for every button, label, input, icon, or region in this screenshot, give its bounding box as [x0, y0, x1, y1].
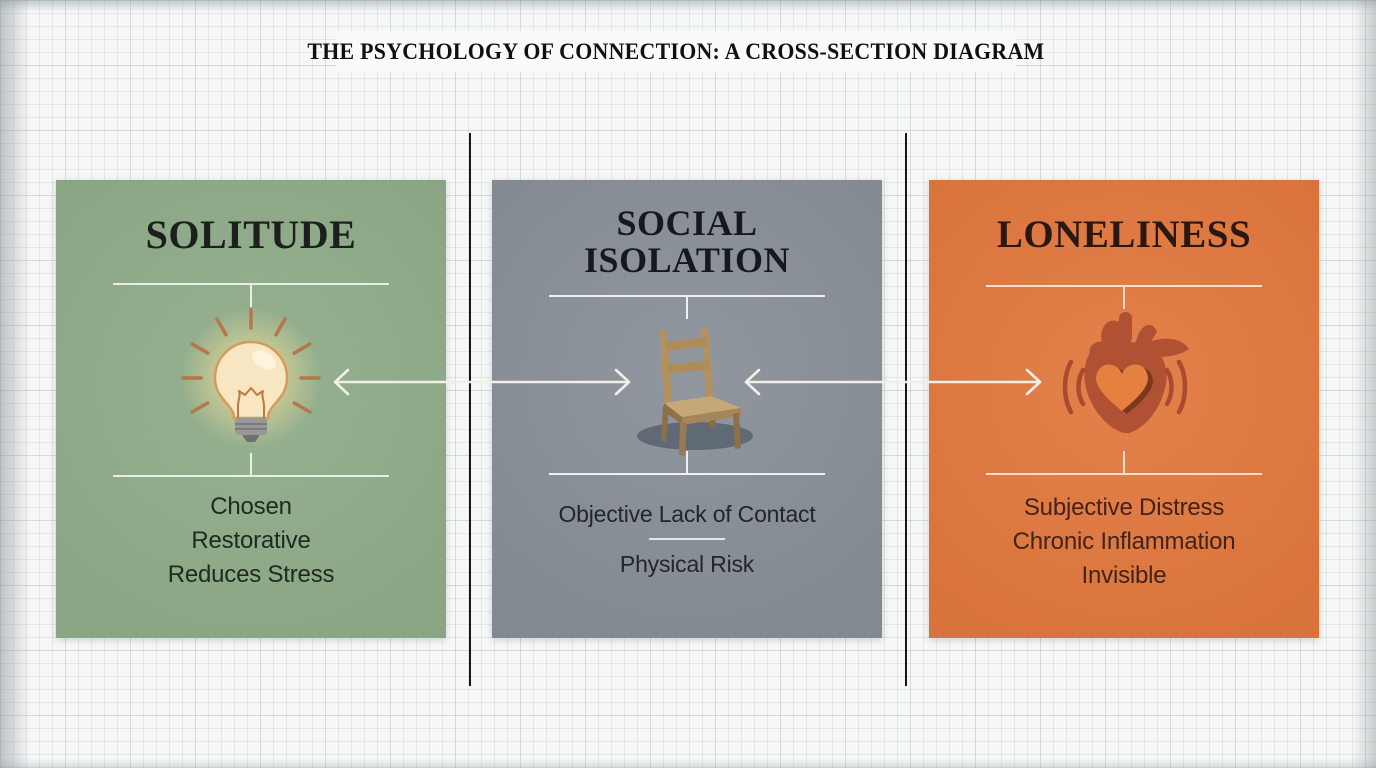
panel-title-text: LONELINESS: [996, 213, 1252, 256]
trait-item: Objective Lack of Contact: [558, 501, 816, 527]
trait-list-social-isolation: Objective Lack of Contact Physical Risk: [492, 497, 882, 581]
section-divider-line-1: [469, 133, 471, 686]
bracket-top: [113, 283, 389, 307]
trait-item: Physical Risk: [619, 551, 755, 577]
panel-social-isolation: SOCIAL ISOLATION Objective Lack of Conta…: [492, 180, 882, 638]
section-divider-line-2: [905, 133, 907, 686]
bracket-tick: [1123, 451, 1125, 473]
bidirectional-arrow-left: [333, 368, 631, 396]
panel-title-text: SOLITUDE: [145, 212, 357, 257]
bracket-bottom: [113, 453, 389, 477]
trait-divider-line: [649, 538, 725, 540]
bracket-tick: [686, 297, 688, 319]
panel-title-loneliness: LONELINESS: [929, 213, 1319, 257]
trait-item: Subjective Distress: [1023, 494, 1225, 521]
panel-loneliness: LONELINESS: [929, 180, 1319, 638]
title-band: THE PSYCHOLOGY OF CONNECTION: A CROSS-SE…: [307, 31, 1044, 72]
trait-list-solitude: Chosen Restorative Reduces Stress: [56, 490, 446, 592]
page-title: THE PSYCHOLOGY OF CONNECTION: A CROSS-SE…: [307, 38, 1045, 64]
panel-solitude: SOLITUDE: [56, 180, 446, 638]
panel-title-social-isolation: SOCIAL ISOLATION: [492, 205, 882, 279]
trait-item: Invisible: [1081, 562, 1167, 589]
bracket-tick: [250, 453, 252, 475]
trait-item: Chosen: [210, 493, 292, 520]
trait-item: Reduces Stress: [167, 561, 335, 588]
bracket-bottom: [549, 451, 825, 475]
bracket-top: [986, 285, 1262, 309]
lightbulb-icon: [181, 308, 321, 448]
bracket-bottom: [986, 451, 1262, 475]
panel-title-text: ISOLATION: [584, 240, 790, 280]
bidirectional-arrow-right: [744, 368, 1042, 396]
trait-list-loneliness: Subjective Distress Chronic Inflammation…: [929, 491, 1319, 593]
anatomical-heart-icon: [1062, 312, 1189, 434]
trait-item: Chronic Inflammation: [1012, 528, 1236, 555]
panel-title-text: SOCIAL: [616, 203, 758, 243]
panel-title-solitude: SOLITUDE: [56, 213, 446, 257]
trait-item: Restorative: [191, 527, 311, 554]
bracket-tick: [686, 451, 688, 473]
bracket-top: [549, 295, 825, 319]
